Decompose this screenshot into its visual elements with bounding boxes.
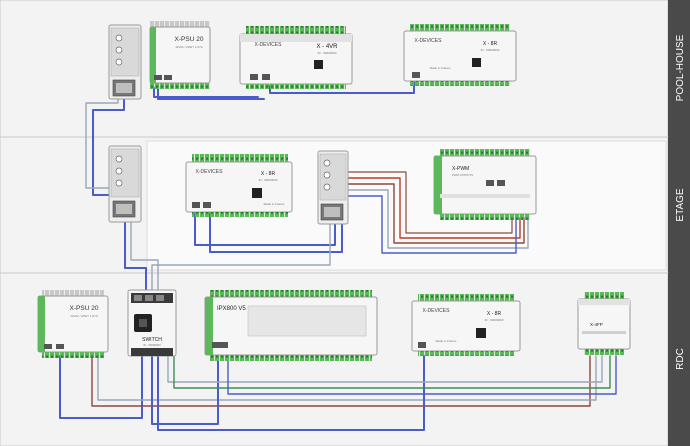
rdc-8r: X-DEVICES X - 8R ID : 00000000 Made in F… [411, 294, 521, 356]
etage-pwm-name: X-PWM [452, 166, 469, 172]
pool-8r-made: Made in France [430, 66, 451, 70]
etage-8r-id: ID : 00000000 [259, 178, 278, 182]
rdc-8r-id: ID : 00000000 [485, 318, 504, 322]
etage-pwm-sub: PWM OUTPUTS [452, 173, 473, 177]
pool-psu-sub: 12Vdc / 20W / 1.67A [175, 45, 203, 49]
rdc-psu-sub: 12Vdc / 20W / 1.67A [70, 314, 98, 318]
rdc-ipx800: IPX800 V5 [204, 290, 378, 361]
pool-4vr-brand: X-DEVICES [255, 42, 283, 48]
rdc-switch-name: SWITCH [142, 337, 162, 343]
cables [59, 81, 617, 431]
pool-house-4vr: X-DEVICES X - 4VR ID : 00000000 [239, 26, 353, 89]
etage-8r-made: Made in France [264, 202, 285, 206]
rdc-switch-id: ID : 00000000 [143, 343, 161, 347]
pool-8r-id: ID : 00000000 [481, 48, 500, 52]
etage-8r: X-DEVICES X - 8R ID : 00000000 Made in F… [185, 154, 293, 217]
zone-label-bg [668, 137, 690, 273]
pool-8r-name: X - 8R [483, 41, 498, 47]
zone-label-etage: ETAGE [675, 188, 686, 221]
etage-hub-left [108, 145, 142, 223]
pool-psu-name: X-PSU 20 [175, 36, 204, 43]
pool-8r-brand: X-DEVICES [415, 38, 443, 44]
etage-8r-name: X - 8R [261, 171, 276, 177]
rdc-psu-name: X-PSU 20 [70, 305, 99, 312]
zone-label-bg [668, 0, 690, 137]
rdc-switch: SWITCH ID : 00000000 [127, 289, 177, 357]
rdc-8r-name: X - 8R [487, 311, 502, 317]
rdc-ipx-name: IPX800 V5 [217, 306, 246, 312]
rdc-8r-made: Made in France [436, 339, 457, 343]
zone-label-bg [668, 273, 690, 446]
pool-house-hub [108, 24, 142, 100]
etage-xpwm: X-PWM PWM OUTPUTS [433, 149, 537, 220]
zone-label-rdc: RDC [675, 348, 686, 370]
pool-4vr-id: ID : 00000000 [318, 51, 337, 55]
zone-label-pool-house: POOL-HOUSE [675, 34, 686, 101]
etage-8r-brand: X-DEVICES [196, 169, 224, 175]
rdc-4fp-name: X-4FP [590, 322, 603, 327]
rdc-8r-brand: X-DEVICES [423, 308, 451, 314]
pool-house-psu: X-PSU 20 12Vdc / 20W / 1.67A [149, 21, 211, 89]
rdc-psu: X-PSU 20 12Vdc / 20W / 1.67A [37, 290, 109, 358]
pool-house-8r: X-DEVICES X - 8R ID : 00000000 Made in F… [403, 24, 517, 86]
etage-hub-right [317, 150, 349, 225]
rdc-4fp: X-4FP [577, 292, 631, 355]
pool-4vr-name: X - 4VR [316, 44, 338, 50]
